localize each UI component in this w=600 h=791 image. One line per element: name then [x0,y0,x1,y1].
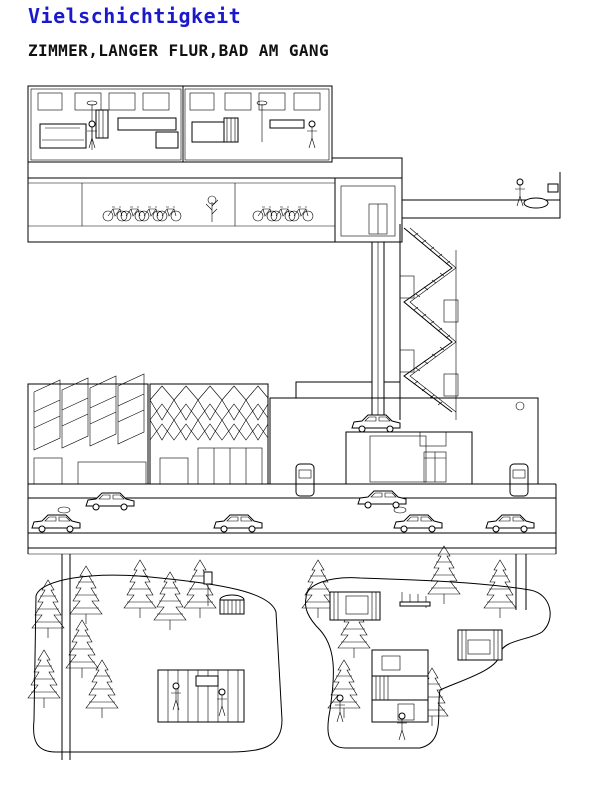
page-subtitle: ZIMMER,LANGER FLUR,BAD AM GANG [28,41,329,60]
corridor-floor [27,157,403,243]
page-title: Vielschichtigkeit [28,4,242,28]
top-floor-rooms [27,85,333,163]
pillars [61,554,527,760]
street-buildings [27,373,539,497]
park-left [27,559,283,753]
bathroom-walkway [402,172,561,219]
elevator-shaft [371,242,385,420]
staircase-tower [399,224,459,420]
road-level [27,483,557,555]
park-right [301,545,551,749]
